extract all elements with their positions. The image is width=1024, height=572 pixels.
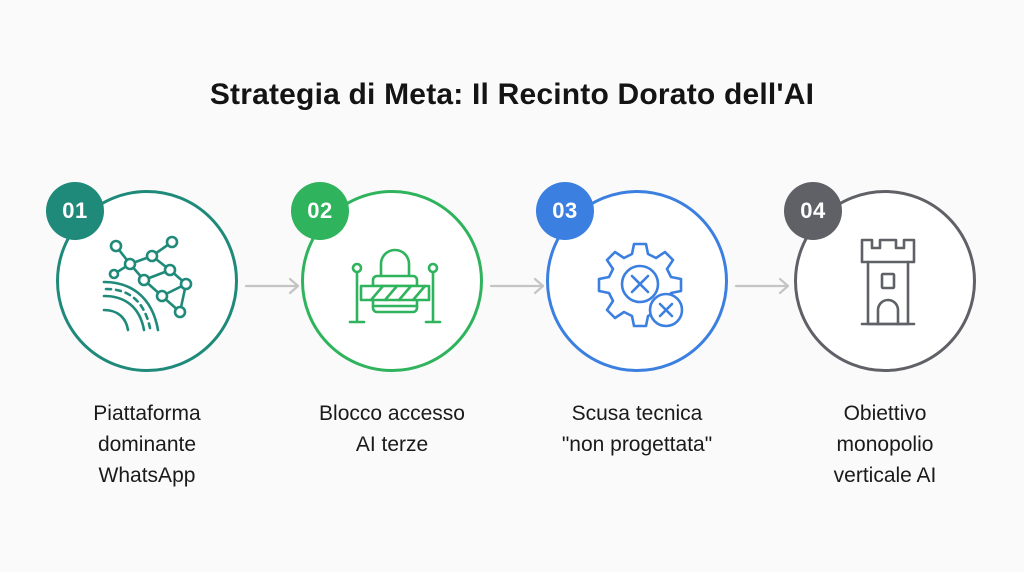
step-4-label-line: Obiettivo bbox=[843, 402, 927, 425]
step-2-label-line: AI terze bbox=[355, 433, 429, 456]
step-4-label-line: monopolio bbox=[836, 433, 934, 456]
step-3-label-line: "non progettata" bbox=[561, 433, 713, 456]
gear-error-icon bbox=[597, 242, 684, 328]
step-4-number-badge: 04 bbox=[784, 182, 842, 240]
step-3-label-line: Scusa tecnica bbox=[571, 402, 703, 425]
arrow-right-icon bbox=[244, 277, 300, 295]
step-1-label-line: WhatsApp bbox=[98, 464, 196, 487]
arrow-right-icon bbox=[734, 277, 790, 295]
step-1-label-line: dominante bbox=[97, 433, 197, 456]
arrow-right-icon bbox=[489, 277, 545, 295]
step-3-label: Scusa tecnica "non progettata" bbox=[512, 398, 762, 460]
network-road-icon bbox=[102, 235, 193, 332]
step-2-label: Blocco accesso AI terze bbox=[267, 398, 517, 460]
step-2-label-line: Blocco accesso bbox=[319, 402, 465, 425]
padlock-barrier-icon bbox=[348, 248, 442, 324]
step-4-label-line: verticale AI bbox=[833, 464, 937, 487]
castle-tower-icon bbox=[860, 238, 916, 326]
step-1-label-line: Piattaforma bbox=[93, 402, 201, 425]
step-4-label: Obiettivo monopolio verticale AI bbox=[760, 398, 1010, 491]
step-1-label: Piattaforma dominante WhatsApp bbox=[22, 398, 272, 491]
step-3-number-badge: 03 bbox=[536, 182, 594, 240]
step-2-number-badge: 02 bbox=[291, 182, 349, 240]
diagram-title: Strategia di Meta: Il Recinto Dorato del… bbox=[209, 78, 815, 111]
step-1-number-badge: 01 bbox=[46, 182, 104, 240]
step-4-circle bbox=[794, 190, 976, 372]
